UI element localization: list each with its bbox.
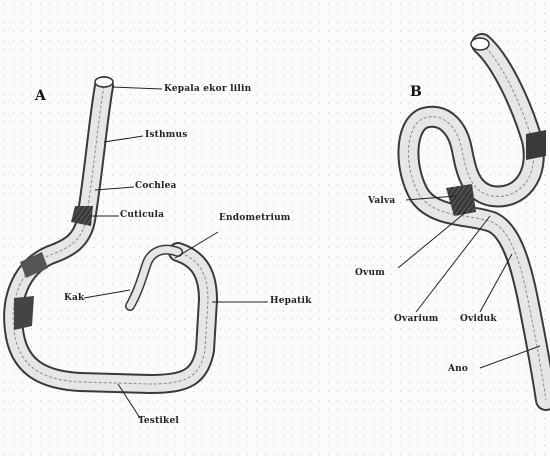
label-bottom: Testikel bbox=[138, 416, 179, 426]
label-mid-center: Ovarium bbox=[394, 314, 439, 324]
label-duct-mid: Cochlea bbox=[135, 181, 177, 191]
panel-label-a: A bbox=[35, 88, 46, 104]
label-bottom-right: Ano bbox=[448, 364, 468, 374]
label-ductus-head: Kepala ekor lilin bbox=[164, 84, 251, 94]
label-loop-right: Hepatik bbox=[270, 296, 312, 306]
label-lower-left: Ovum bbox=[355, 268, 385, 278]
figure-a-tube bbox=[13, 77, 208, 384]
label-loop-top: Endometrium bbox=[219, 213, 291, 223]
label-mid-right: Oviduk bbox=[460, 314, 497, 324]
panel-label-b: B bbox=[410, 84, 422, 100]
figure-b-tube bbox=[408, 38, 546, 400]
label-valve: Valva bbox=[368, 196, 395, 206]
label-ring-band: Cuticula bbox=[120, 210, 164, 220]
label-left-node: Kak bbox=[64, 293, 85, 303]
label-duct-upper: Isthmus bbox=[145, 130, 188, 140]
